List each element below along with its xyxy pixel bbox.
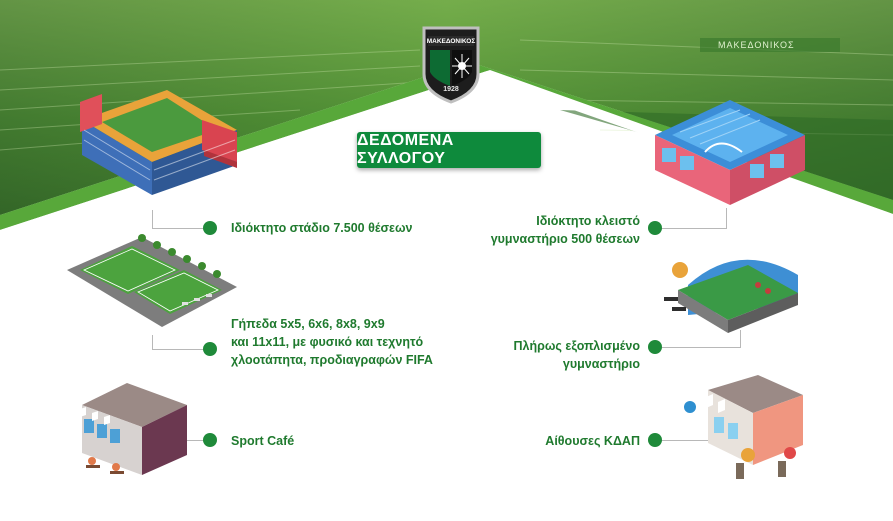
connector-right-1: [654, 208, 727, 229]
indoor-arena-icon: [655, 100, 805, 205]
stadium-icon: [80, 90, 237, 195]
feature-stadium: Ιδιόκτητο στάδιο 7.500 θέσεων: [231, 221, 413, 235]
cafe-icon: [80, 383, 187, 475]
crest-name: ΜΑΚΕΔΟΝΙΚΟΣ: [426, 38, 476, 45]
bullet-dot: [203, 433, 217, 447]
bullet-dot: [648, 340, 662, 354]
bullet-dot: [203, 221, 217, 235]
arena-sign: [700, 38, 840, 52]
feature-gym: Πλήρως εξοπλισμένο γυμναστήριο: [513, 339, 640, 371]
feature-pitches: Γήπεδα 5x5, 6x6, 8x8, 9x9 και 11x11, με …: [231, 317, 433, 367]
feature-kids-center: Αίθουσες ΚΔΑΠ: [545, 434, 640, 448]
connector-left-2: [152, 335, 211, 350]
page-title: ΔΕΔΟΜΕΝΑ ΣΥΛΛΟΓΟΥ: [357, 132, 541, 168]
club-crest-icon: [422, 26, 480, 104]
connector-right-2: [654, 330, 741, 348]
crest-year: 1928: [443, 86, 459, 93]
arena-sign-text: ΜΑΚΕΔΟΝΙΚΟΣ: [718, 40, 795, 50]
bullet-dot: [648, 221, 662, 235]
feature-indoor-arena: Ιδιόκτητο κλειστό γυμναστήριο 500 θέσεων: [490, 214, 640, 246]
kids-center-icon: [684, 375, 803, 479]
feature-cafe: Sport Café: [231, 434, 295, 448]
bullet-dot: [648, 433, 662, 447]
gym-icon: [664, 259, 798, 333]
football-pitches-icon: [67, 234, 237, 327]
connector-left-1: [152, 210, 211, 229]
bullet-dot: [203, 342, 217, 356]
